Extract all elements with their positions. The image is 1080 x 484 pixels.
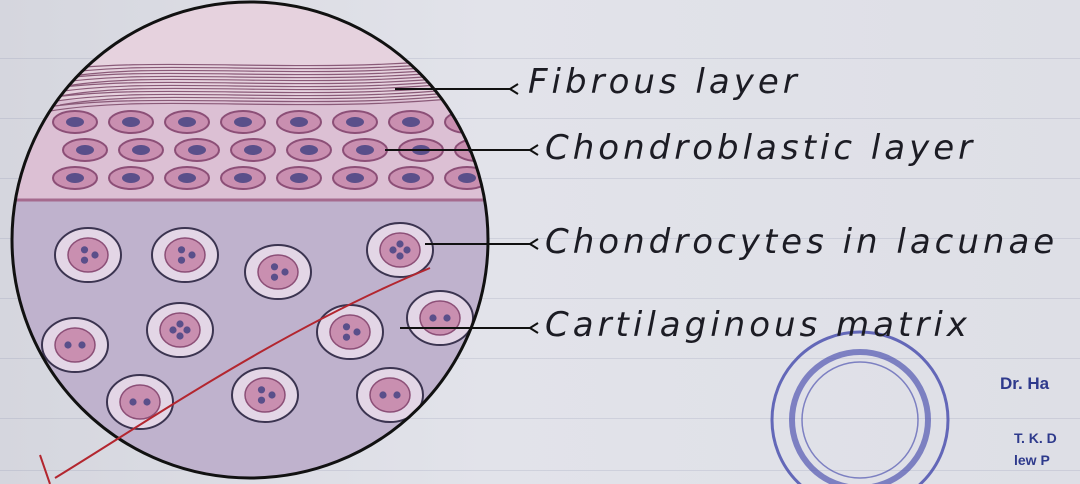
chondroblast-nucleus — [244, 145, 262, 155]
chondrocyte-nucleus — [396, 240, 403, 247]
chondroblast-nucleus — [66, 117, 84, 127]
chondrocyte-nucleus — [343, 323, 350, 330]
seal-stamp-ring — [802, 362, 918, 478]
chondroblast-nucleus — [132, 145, 150, 155]
label-chondroblastic-layer: Chondroblastic layer — [545, 128, 976, 168]
chondrocyte — [380, 233, 420, 267]
chondrocyte-nucleus — [443, 314, 450, 321]
chondrocyte-nucleus — [143, 398, 150, 405]
chondrocyte — [120, 385, 160, 419]
chondrocyte-nucleus — [271, 274, 278, 281]
chondrocyte — [420, 301, 460, 335]
chondroblast-nucleus — [402, 173, 420, 183]
chondrocyte-nucleus — [343, 334, 350, 341]
chondroblast-nucleus — [346, 117, 364, 127]
label-fibrous-layer: Fibrous layer — [528, 62, 801, 102]
chondrocyte-nucleus — [64, 341, 71, 348]
chondrocyte-nucleus — [169, 326, 176, 333]
seal-stamp-inner — [792, 352, 928, 484]
chondrocyte-nucleus — [188, 251, 195, 258]
chondrocyte-nucleus — [91, 251, 98, 258]
chondroblast-nucleus — [300, 145, 318, 155]
chondrocyte — [258, 255, 298, 289]
chondroblast-nucleus — [290, 173, 308, 183]
label-chondrocytes-in-lacunae: Chondrocytes in lacunae — [545, 222, 1058, 262]
chondrocyte-nucleus — [393, 391, 400, 398]
chondroblast-nucleus — [178, 117, 196, 127]
chondroblast-nucleus — [458, 117, 476, 127]
chondroblast-nucleus — [188, 145, 206, 155]
chondrocyte — [160, 313, 200, 347]
chondrocyte-nucleus — [81, 246, 88, 253]
chondroblast-nucleus — [122, 173, 140, 183]
chondroblast-nucleus — [178, 173, 196, 183]
chondrocyte-nucleus — [129, 398, 136, 405]
chondroblast-nucleus — [76, 145, 94, 155]
chondrocyte — [330, 315, 370, 349]
chondrocyte-nucleus — [176, 320, 183, 327]
chondroblast-nucleus — [356, 145, 374, 155]
chondroblast-nucleus — [458, 173, 476, 183]
label-cartilaginous-matrix: Cartilaginous matrix — [545, 305, 971, 345]
chondrocyte-nucleus — [178, 246, 185, 253]
chondrocyte — [68, 238, 108, 272]
stamp-name: Dr. Ha — [1000, 374, 1049, 394]
chondrocyte-nucleus — [78, 341, 85, 348]
chondroblast-nucleus — [66, 173, 84, 183]
chondrocyte-nucleus — [353, 328, 360, 335]
chondrocyte — [370, 378, 410, 412]
chondrocyte-nucleus — [178, 257, 185, 264]
chondrocyte-nucleus — [81, 257, 88, 264]
chondrocyte-nucleus — [258, 386, 265, 393]
chondrocyte-nucleus — [176, 332, 183, 339]
chondroblast-nucleus — [234, 117, 252, 127]
chondrocyte-nucleus — [271, 263, 278, 270]
stamp-line1: T. K. D — [1014, 430, 1057, 446]
chondrocyte-nucleus — [183, 326, 190, 333]
chondrocyte-nucleus — [403, 246, 410, 253]
chondrocyte — [55, 328, 95, 362]
chondrocyte-nucleus — [379, 391, 386, 398]
chondrocyte-nucleus — [281, 268, 288, 275]
chondroblast-nucleus — [122, 117, 140, 127]
chondrocyte — [245, 378, 285, 412]
chondrocyte-nucleus — [389, 246, 396, 253]
chondrocyte — [165, 238, 205, 272]
chondroblast-nucleus — [346, 173, 364, 183]
stamp-line2: lew P — [1014, 452, 1050, 468]
chondrocyte-nucleus — [429, 314, 436, 321]
chondrocyte-nucleus — [396, 252, 403, 259]
chondroblast-nucleus — [290, 117, 308, 127]
chondroblast-nucleus — [234, 173, 252, 183]
chondrocyte-nucleus — [258, 397, 265, 404]
chondrocyte-nucleus — [268, 391, 275, 398]
chondroblast-nucleus — [402, 117, 420, 127]
